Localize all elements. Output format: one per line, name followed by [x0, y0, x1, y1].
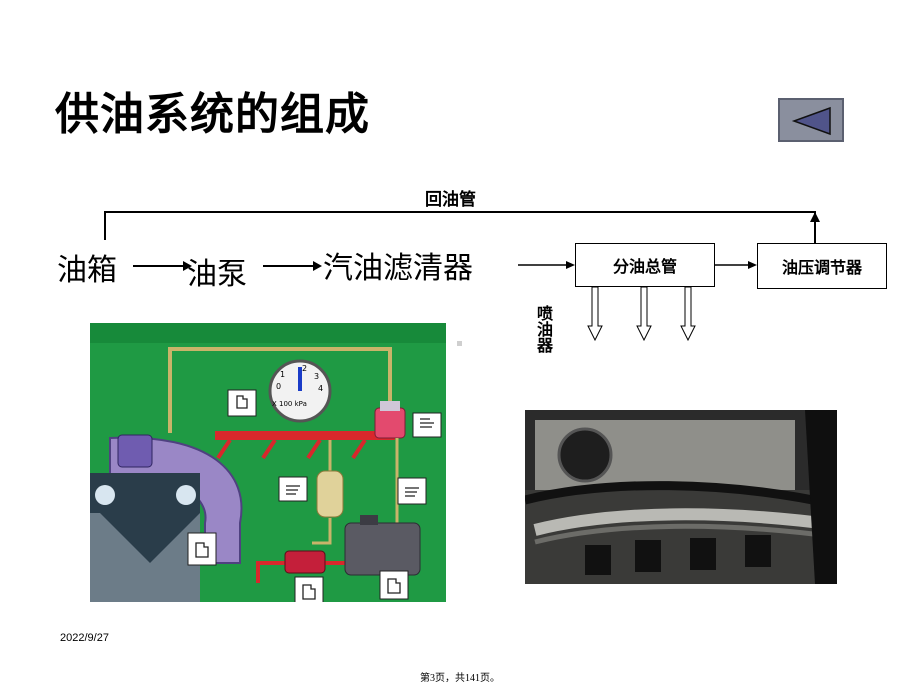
tank-label: 油箱	[57, 253, 117, 288]
svg-text:0: 0	[276, 382, 281, 391]
return-arrowhead	[810, 212, 820, 222]
svg-text:4: 4	[318, 384, 323, 393]
injector-arrows	[587, 286, 696, 342]
page-number: 第3页，共141页。	[420, 673, 500, 684]
fuel-rail-box: 分油总管	[575, 243, 715, 287]
fuel-system-illustration: X 100 kPa 0 1 2 3 4	[90, 323, 446, 602]
svg-text:3: 3	[314, 372, 319, 381]
pump-label: 油泵	[187, 257, 247, 292]
dot-marker	[457, 341, 462, 346]
engine-bay-photo	[525, 410, 837, 584]
back-button[interactable]	[778, 98, 844, 142]
return-line-label: 回油管	[425, 190, 476, 210]
back-arrow-icon	[791, 106, 831, 136]
return-line	[104, 211, 816, 243]
svg-text:1: 1	[280, 370, 285, 379]
gauge-unit-label: X 100 kPa	[272, 400, 307, 408]
pressure-regulator-box: 油压调节器	[757, 243, 887, 289]
injector-label: 喷油器	[534, 305, 553, 353]
filter-label: 汽油滤清器	[323, 251, 473, 286]
svg-text:2: 2	[302, 364, 307, 373]
page-title: 供油系统的组成	[55, 89, 370, 140]
date-label: 2022/9/27	[60, 632, 109, 644]
